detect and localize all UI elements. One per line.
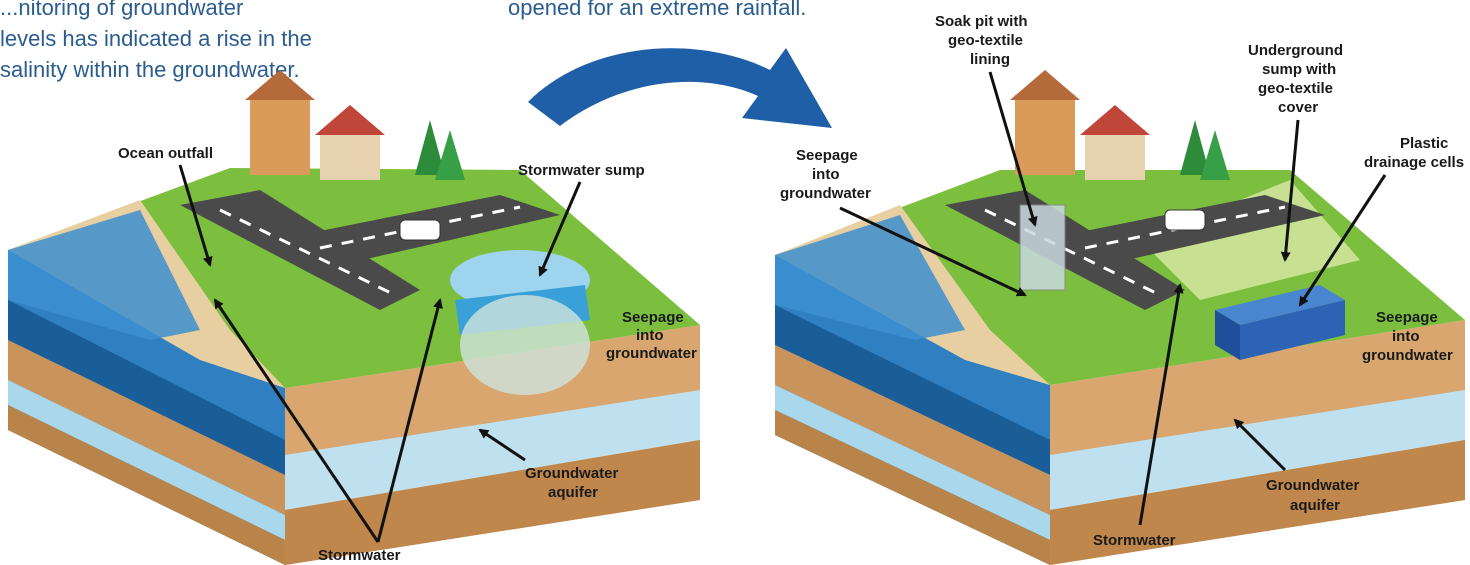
left-caption-line-2: levels has indicated a rise in the — [0, 26, 312, 51]
label-right-seepage-left-3: groundwater — [780, 185, 871, 202]
label-left-aquifer-2: aquifer — [548, 484, 598, 501]
left-block — [8, 70, 700, 565]
label-soak-pit-2: geo-textile — [948, 32, 1023, 49]
transition-arrow — [528, 48, 832, 128]
left-caption-line-1: ...nitoring of groundwater — [0, 0, 244, 20]
label-underground-sump-4: cover — [1278, 99, 1318, 116]
label-underground-sump-2: sump with — [1262, 61, 1336, 78]
label-right-seepage-right-3: groundwater — [1362, 347, 1453, 364]
right-block — [775, 70, 1465, 565]
right-caption: opened for an extreme rainfall. — [508, 0, 807, 20]
label-underground-sump-1: Underground — [1248, 42, 1343, 59]
label-right-stormwater: Stormwater — [1093, 532, 1176, 549]
label-right-seepage-right-2: into — [1392, 328, 1420, 345]
label-left-seepage-1: Seepage — [622, 309, 684, 326]
label-plastic-cells-1: Plastic — [1400, 135, 1448, 152]
label-stormwater-sump: Stormwater sump — [518, 162, 645, 179]
left-caption-line-3: salinity within the groundwater. — [0, 57, 300, 82]
label-right-seepage-right-1: Seepage — [1376, 309, 1438, 326]
label-right-seepage-left-1: Seepage — [796, 147, 858, 164]
label-left-stormwater: Stormwater — [318, 547, 401, 564]
label-soak-pit-3: lining — [970, 51, 1010, 68]
label-ocean-outfall: Ocean outfall — [118, 145, 213, 162]
label-left-seepage-3: groundwater — [606, 345, 697, 362]
label-underground-sump-3: geo-textile — [1258, 80, 1333, 97]
label-right-seepage-left-2: into — [812, 166, 840, 183]
label-left-aquifer-1: Groundwater — [525, 465, 619, 482]
left-caption: ...nitoring of groundwater levels has in… — [0, 0, 380, 85]
label-plastic-cells-2: drainage cells — [1364, 154, 1464, 171]
label-right-aquifer-1: Groundwater — [1266, 477, 1360, 494]
label-left-seepage-2: into — [636, 327, 664, 344]
label-right-aquifer-2: aquifer — [1290, 497, 1340, 514]
label-soak-pit-1: Soak pit with — [935, 13, 1028, 30]
